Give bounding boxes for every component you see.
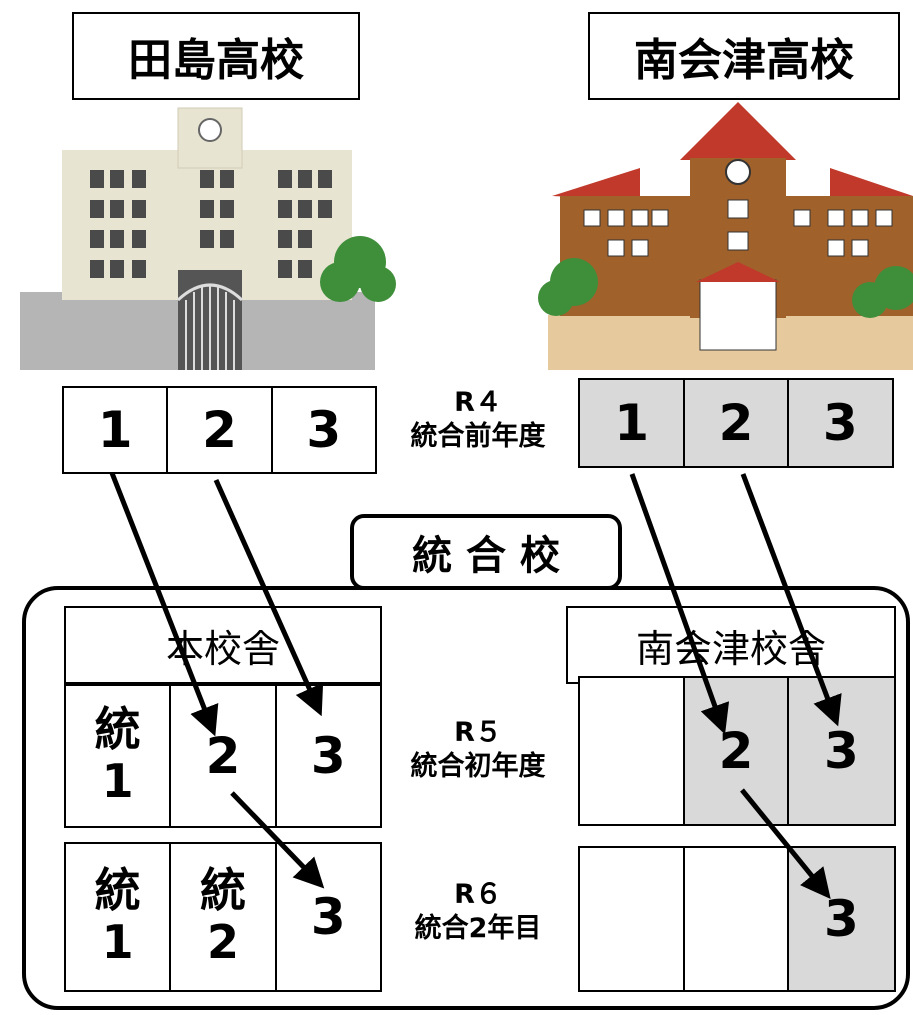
minamiaizu-r5-empty-1 <box>578 676 684 826</box>
main-r6-merged-class-2: 統 2 <box>169 842 275 992</box>
year-desc: 統合2年目 <box>414 912 542 944</box>
tajima-class-3: 3 <box>270 386 377 474</box>
grade-number: 2 <box>206 915 239 969</box>
year-desc: 統合初年度 <box>410 750 546 782</box>
minamiaizu-r4-classes: 1 2 3 <box>578 378 894 468</box>
minamiaizu-class-2: 2 <box>683 378 787 468</box>
year-era: R４ <box>454 387 502 418</box>
main-r6-class-3: 3 <box>274 842 382 992</box>
year-label-r5: R５ 統合初年度 <box>380 716 576 784</box>
grade-number: 1 <box>101 754 134 808</box>
main-r5-class-2: 2 <box>169 684 275 828</box>
tajima-class-2: 2 <box>166 386 271 474</box>
class-label: 2 <box>202 400 237 459</box>
minamiaizu-r5-class-3: 3 <box>786 676 896 826</box>
merged-prefix: 統 <box>94 702 141 757</box>
year-era: R５ <box>454 717 502 748</box>
class-label: 2 <box>205 726 241 785</box>
year-desc: 統合前年度 <box>410 420 546 452</box>
main-campus-r6-row: 統 1 統 2 3 <box>64 842 382 992</box>
class-label: 3 <box>310 887 346 946</box>
minamiaizu-r6-empty-2 <box>683 846 787 992</box>
class-label: 3 <box>310 726 346 785</box>
minamiaizu-school-title: 南会津高校 <box>588 12 900 100</box>
minamiaizu-r6-empty-1 <box>578 846 684 992</box>
main-r6-merged-class-1: 統 1 <box>64 842 170 992</box>
class-label: 1 <box>614 393 650 452</box>
minamiaizu-r5-class-2: 2 <box>683 676 787 826</box>
year-era: R６ <box>454 879 502 910</box>
main-r5-merged-class-1: 統 1 <box>64 684 170 828</box>
minamiaizu-campus-header: 南会津校舎 <box>566 606 896 684</box>
merged-school-name: 統 合 校 <box>412 533 560 579</box>
minamiaizu-class-1: 1 <box>578 378 684 468</box>
minamiaizu-school-name: 南会津高校 <box>634 35 854 86</box>
class-label: 3 <box>823 889 859 948</box>
tajima-class-1: 1 <box>62 386 167 474</box>
minamiaizu-class-3: 3 <box>786 378 894 468</box>
merged-prefix: 統 <box>199 863 246 918</box>
minamiaizu-campus-r5-row: 2 3 <box>578 676 896 826</box>
merged-prefix: 統 <box>94 863 141 918</box>
minamiaizu-campus-name: 南会津校舎 <box>635 626 826 671</box>
year-label-r4: R４ 統合前年度 <box>380 386 576 454</box>
main-campus-r5-row: 統 1 2 3 <box>64 684 382 828</box>
main-r5-class-3: 3 <box>274 684 382 828</box>
year-label-r6: R６ 統合2年目 <box>380 878 576 946</box>
class-label: 1 <box>97 400 133 459</box>
minamiaizu-campus-r6-row: 3 <box>578 846 896 992</box>
grade-number: 1 <box>101 915 134 969</box>
class-label: 2 <box>718 721 754 780</box>
minamiaizu-r6-class-3: 3 <box>786 846 896 992</box>
class-label: 3 <box>822 393 858 452</box>
main-campus-header: 本校舎 <box>64 606 382 684</box>
class-label: 3 <box>823 721 859 780</box>
tajima-school-title: 田島高校 <box>72 12 360 100</box>
merged-school-label: 統 合 校 <box>350 514 622 590</box>
class-label: 3 <box>306 400 342 459</box>
main-campus-name: 本校舎 <box>165 626 280 671</box>
class-label: 2 <box>718 393 754 452</box>
tajima-r4-classes: 1 2 3 <box>62 386 377 474</box>
tajima-school-name: 田島高校 <box>128 35 304 86</box>
